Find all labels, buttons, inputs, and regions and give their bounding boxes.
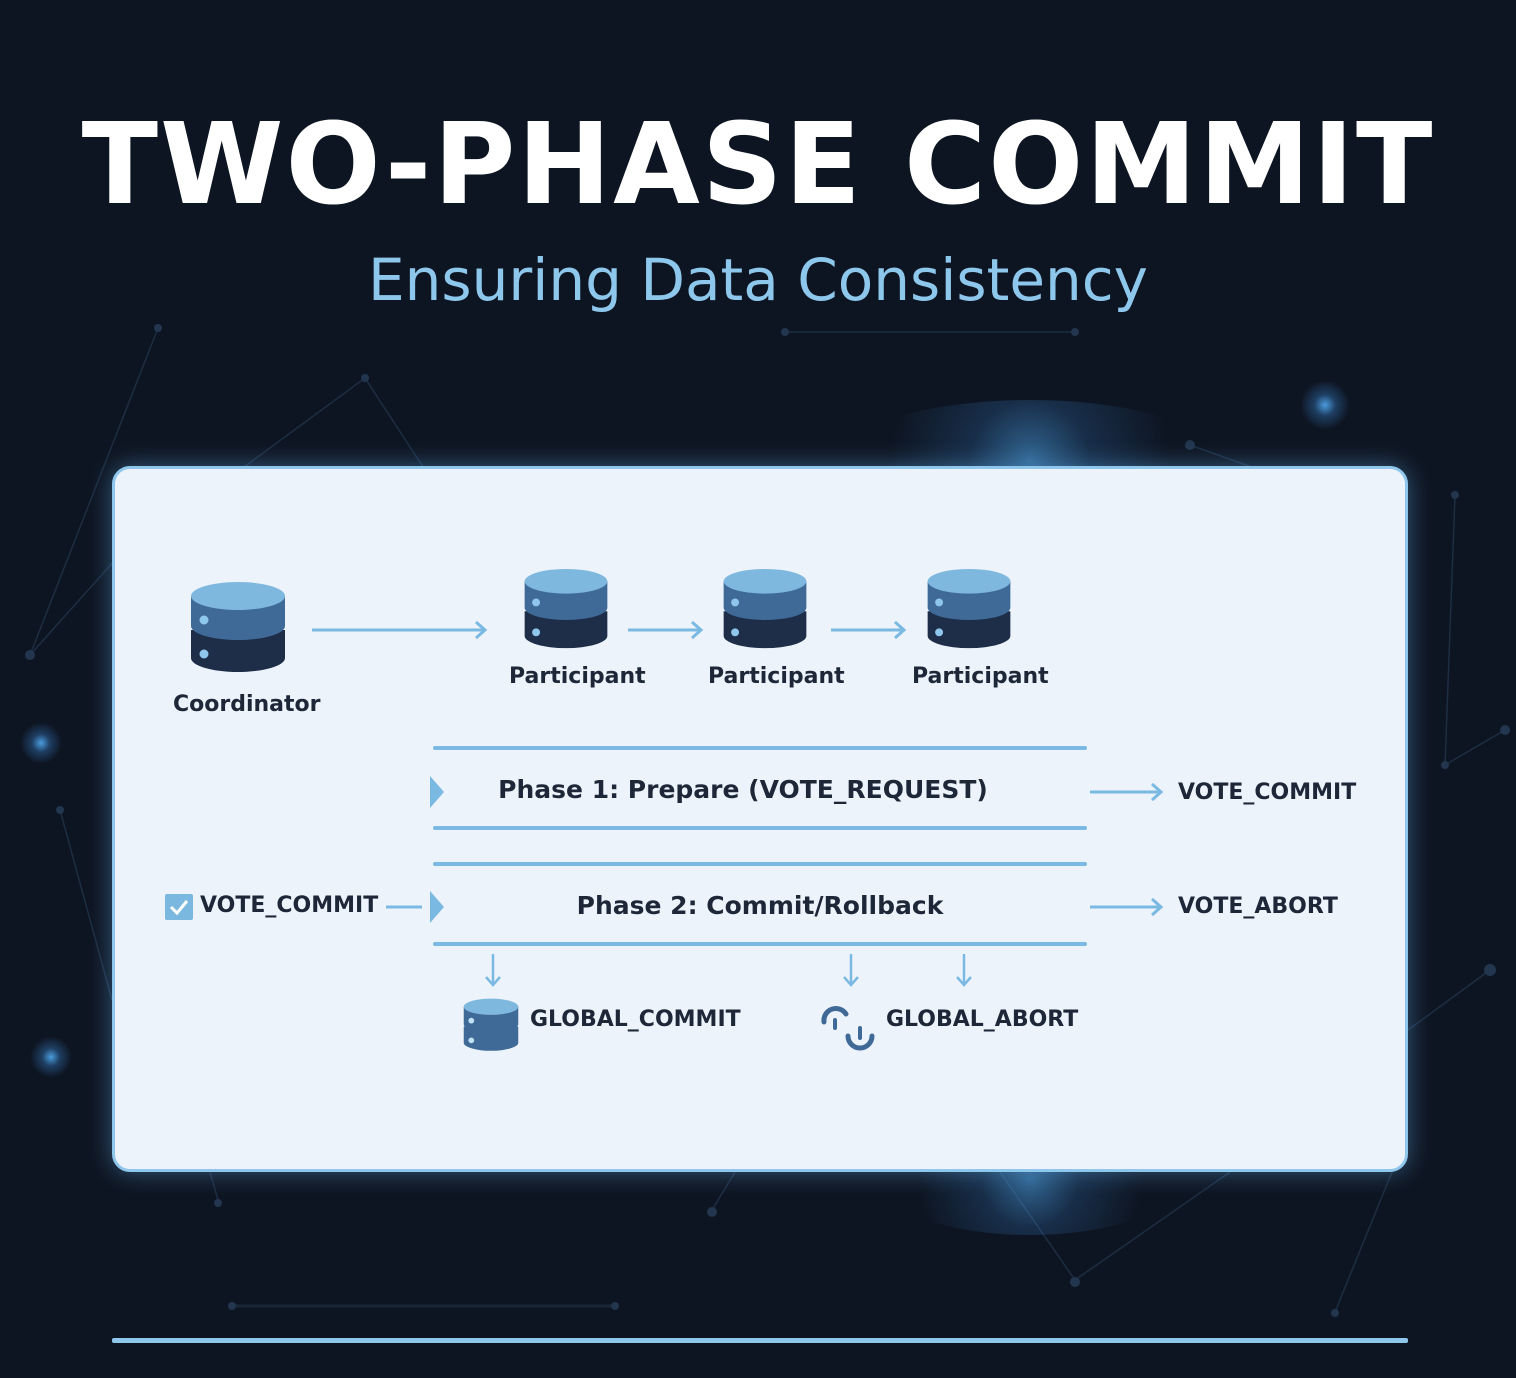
- glow-dot: [30, 1036, 72, 1078]
- glow-dot: [20, 722, 62, 764]
- arrow-right-icon: [312, 620, 488, 640]
- global-commit-database-icon: [463, 998, 519, 1051]
- global-abort-label: GLOBAL_ABORT: [886, 1007, 1079, 1032]
- phase-1-label: Phase 1: Prepare (VOTE_REQUEST): [498, 775, 988, 804]
- phase-2-response-label: VOTE_ABORT: [1178, 894, 1338, 919]
- phase-1-bottom-line: [433, 826, 1087, 830]
- arrow-down-icon: [956, 954, 972, 987]
- arrow-down-icon: [485, 954, 501, 987]
- phase-1-top-line: [433, 746, 1087, 750]
- participant-2-database-icon: [723, 568, 807, 649]
- participant-1-label: Participant: [509, 664, 646, 689]
- phase-2-label: Phase 2: Commit/Rollback: [576, 891, 944, 920]
- checkbox-checked-icon: [165, 894, 193, 920]
- coordinator-database-icon: [191, 582, 285, 672]
- phase-2-marker-icon: [430, 891, 444, 923]
- phase-2-top-line: [433, 862, 1087, 866]
- arrow-right-icon: [1090, 782, 1164, 802]
- participant-2-label: Participant: [708, 664, 845, 689]
- participant-3-database-icon: [927, 568, 1011, 649]
- global-commit-label: GLOBAL_COMMIT: [530, 1007, 741, 1032]
- abort-cycle-icon: [821, 1006, 875, 1051]
- page-title: TWO-PHASE COMMIT: [81, 100, 1435, 230]
- participant-1-database-icon: [524, 568, 608, 649]
- phase-1-marker-icon: [430, 776, 444, 808]
- arrow-right-icon: [1090, 897, 1164, 917]
- participant-3-label: Participant: [912, 664, 1049, 689]
- footer-divider: [112, 1338, 1408, 1343]
- phase-2-bottom-line: [433, 942, 1087, 946]
- coordinator-label: Coordinator: [173, 692, 321, 717]
- input-vote-label: VOTE_COMMIT: [200, 893, 379, 918]
- glow-dot: [1300, 380, 1350, 430]
- arrow-right-icon: [831, 620, 907, 640]
- phase-1-response-label: VOTE_COMMIT: [1178, 780, 1357, 805]
- arrow-down-icon: [843, 954, 859, 987]
- page-subtitle: Ensuring Data Consistency: [368, 246, 1148, 314]
- connector-line: [386, 905, 422, 909]
- arrow-right-icon: [628, 620, 704, 640]
